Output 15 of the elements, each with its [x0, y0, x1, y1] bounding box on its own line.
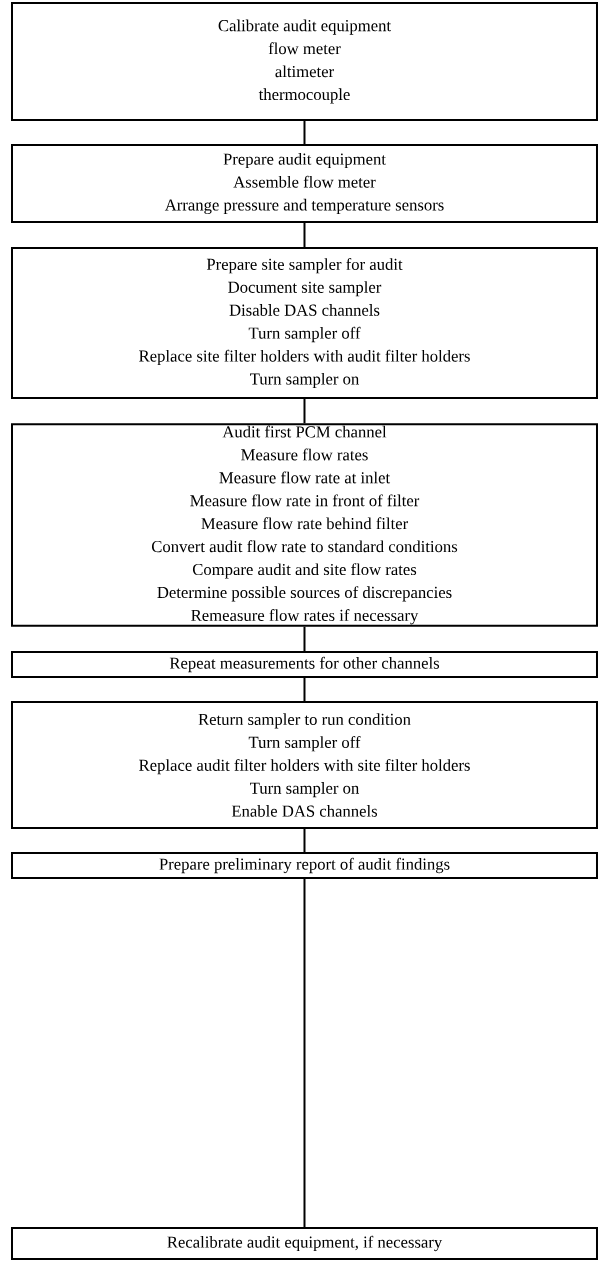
process-box: Prepare audit equipment Assemble flow meter Arrange pressure and temperature sensors: [11, 144, 598, 223]
connector-line: [303, 878, 306, 1228]
process-box: Calibrate audit equipment flow meter altimeter thermocouple: [11, 2, 598, 121]
connector-line: [303, 625, 306, 652]
process-box: Prepare preliminary report of audit findings: [11, 852, 598, 879]
process-box: Return sampler to run condition Turn sampler off Replace audit filter holders with site filter holders Turn sampler on Enable DAS channels: [11, 701, 598, 829]
process-box: Audit first PCM channel Measure flow rates Measure flow rate at inlet Measure flow rate in front of filter Measure flow rate behind filter Convert audit flow rate to standard conditions Compare audit and site flow rates Determine possible sources of discrepancies Remeasure flow rates if necessary: [11, 423, 598, 627]
process-box: Repeat measurements for other channels: [11, 651, 598, 678]
connector-line: [303, 222, 306, 248]
process-box: Prepare site sampler for audit Document site sampler Disable DAS channels Turn sampler off Replace site filter holders with audit filter holders Turn sampler on: [11, 247, 598, 399]
connector-line: [303, 677, 306, 702]
process-box: Recalibrate audit equipment, if necessary: [11, 1227, 598, 1260]
connector-line: [303, 828, 306, 853]
connector-line: [303, 398, 306, 425]
connector-line: [303, 120, 306, 145]
